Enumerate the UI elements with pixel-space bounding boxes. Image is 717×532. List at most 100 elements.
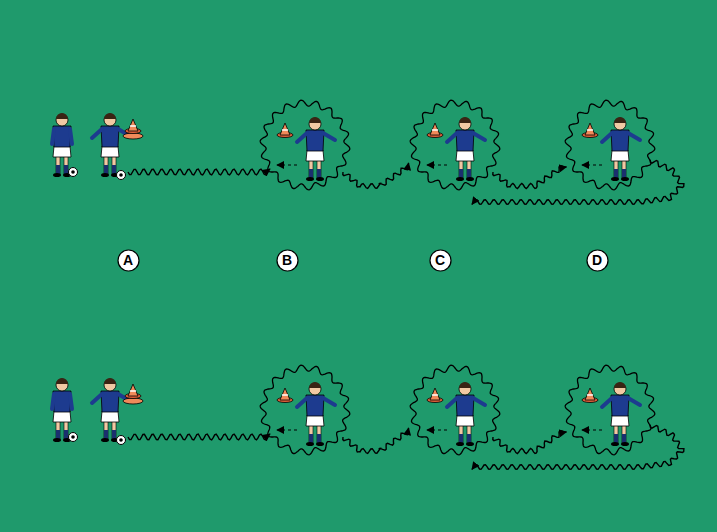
leg	[104, 156, 108, 174]
shorts	[53, 146, 71, 157]
cone-stripe	[587, 394, 593, 396]
dribble-line	[128, 169, 270, 175]
arm	[473, 133, 485, 140]
shorts	[456, 150, 474, 161]
drill-row	[52, 100, 684, 204]
arm	[52, 394, 54, 409]
cone	[128, 119, 138, 131]
boot	[456, 442, 464, 446]
hair	[309, 117, 321, 123]
station-letter: D	[586, 249, 609, 272]
player	[447, 117, 485, 181]
arm	[92, 394, 102, 403]
dribble-circle	[410, 100, 500, 190]
hair	[56, 378, 68, 384]
player	[92, 378, 130, 442]
return-dribble	[472, 425, 684, 469]
station-letter: A	[117, 249, 140, 272]
head	[309, 383, 321, 395]
shorts	[456, 415, 474, 426]
cone	[280, 388, 290, 400]
station-label: B	[282, 253, 292, 267]
sock	[317, 434, 321, 443]
cone-stripe	[432, 129, 438, 131]
boot	[306, 442, 314, 446]
head	[104, 114, 116, 126]
player	[602, 117, 640, 181]
arm	[473, 398, 485, 405]
cone	[280, 123, 290, 135]
boot	[611, 442, 619, 446]
leg	[467, 160, 471, 178]
circle-outline	[277, 250, 298, 271]
player	[602, 382, 640, 446]
arm	[447, 398, 457, 407]
boot	[456, 177, 464, 181]
player	[297, 382, 335, 446]
shorts	[611, 150, 629, 161]
shorts	[53, 411, 71, 422]
head	[56, 114, 68, 126]
circle-outline	[118, 250, 139, 271]
shorts	[611, 415, 629, 426]
boot	[316, 177, 324, 181]
dribble-line	[493, 166, 567, 189]
arm	[52, 129, 54, 144]
shorts	[306, 415, 324, 426]
station-letter: B	[276, 249, 299, 272]
ball-patch	[119, 438, 123, 442]
sock	[622, 169, 626, 178]
head	[56, 379, 68, 391]
hair	[56, 113, 68, 119]
arm	[297, 133, 307, 142]
leg	[622, 160, 626, 178]
shorts	[306, 150, 324, 161]
dribble-circle	[565, 365, 655, 455]
arm	[70, 129, 72, 144]
dribble-circle	[260, 365, 350, 455]
leg	[56, 421, 60, 439]
arm	[297, 398, 307, 407]
hair	[104, 378, 116, 384]
pass-arrow	[277, 164, 297, 165]
pass-arrow	[582, 164, 602, 165]
cone	[128, 384, 138, 396]
boot	[621, 177, 629, 181]
dribble-line	[343, 163, 409, 188]
leg	[56, 156, 60, 174]
shorts	[101, 146, 119, 157]
dribble-circle	[260, 100, 350, 190]
hair	[459, 117, 471, 123]
pass-arrow	[277, 429, 297, 430]
player	[297, 117, 335, 181]
boot	[101, 438, 109, 442]
cone	[585, 388, 595, 400]
boot	[101, 173, 109, 177]
dribble-circle	[565, 100, 655, 190]
leg	[112, 156, 116, 174]
arm	[92, 129, 102, 138]
leg	[459, 425, 463, 443]
arm	[602, 398, 612, 407]
head	[309, 118, 321, 130]
arm	[602, 133, 612, 142]
ball-patch	[71, 170, 75, 174]
sock	[56, 430, 60, 439]
pass-arrow	[582, 429, 602, 430]
sock	[467, 169, 471, 178]
sock	[309, 169, 313, 178]
leg	[467, 425, 471, 443]
leg	[309, 160, 313, 178]
leg	[317, 425, 321, 443]
arm	[323, 398, 335, 405]
station-label: D	[592, 253, 602, 267]
dribble-line	[343, 428, 409, 453]
cone-stripe	[432, 394, 438, 396]
sock	[459, 169, 463, 178]
ball	[117, 171, 126, 180]
player	[92, 113, 130, 177]
sock	[112, 430, 116, 439]
leg	[104, 421, 108, 439]
sock	[56, 165, 60, 174]
